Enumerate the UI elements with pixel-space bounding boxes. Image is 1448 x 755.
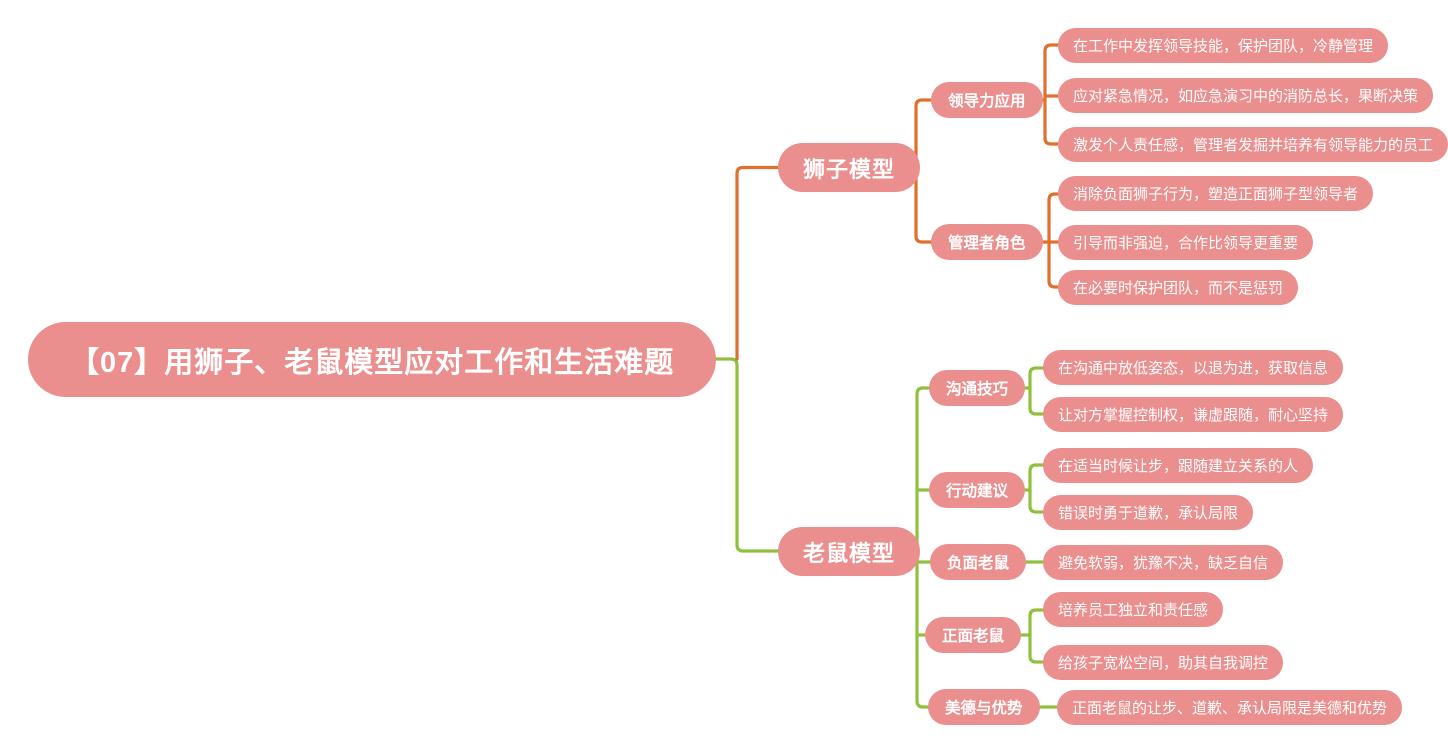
topic-leadership-application[interactable]: 领导力应用 — [931, 82, 1043, 118]
connector-communication-trunk — [1028, 366, 1045, 416]
connector-root-to-mouse — [709, 357, 780, 553]
topic-positive-mouse[interactable]: 正面老鼠 — [925, 617, 1022, 653]
connector-root-to-lion — [735, 165, 780, 361]
leaf-manager-2[interactable]: 引导而非强迫，合作比领导更重要 — [1058, 225, 1314, 260]
leaf-leadership-1[interactable]: 在工作中发挥领导技能，保护团队，冷静管理 — [1058, 28, 1389, 63]
connector-positive-trunk — [1028, 608, 1045, 664]
leaf-action-2[interactable]: 错误时勇于道歉，承认局限 — [1043, 495, 1254, 530]
leaf-positive-2[interactable]: 给孩子宽松空间，助其自我调控 — [1043, 645, 1284, 680]
leaf-positive-1[interactable]: 培养员工独立和责任感 — [1043, 592, 1224, 627]
root-topic[interactable]: 【07】用狮子、老鼠模型应对工作和生活难题 — [28, 322, 717, 397]
topic-negative-mouse[interactable]: 负面老鼠 — [930, 544, 1027, 580]
connector-action-trunk — [1028, 463, 1045, 514]
leaf-virtue-1[interactable]: 正面老鼠的让步、道歉、承认局限是美德和优势 — [1057, 690, 1403, 725]
topic-virtue-advantage[interactable]: 美德与优势 — [928, 689, 1040, 725]
branch-mouse-model[interactable]: 老鼠模型 — [778, 527, 921, 576]
leaf-leadership-2[interactable]: 应对紧急情况，如应急演习中的消防总长，果断决策 — [1058, 78, 1434, 113]
topic-communication-skills[interactable]: 沟通技巧 — [929, 370, 1026, 406]
leaf-leadership-3[interactable]: 激发个人责任感，管理者发掘并培养有领导能力的员工 — [1058, 127, 1448, 162]
leaf-action-1[interactable]: 在适当时候让步，跟随建立关系的人 — [1043, 448, 1314, 483]
leaf-manager-1[interactable]: 消除负面狮子行为，塑造正面狮子型领导者 — [1058, 176, 1374, 211]
topic-manager-role[interactable]: 管理者角色 — [931, 224, 1043, 260]
leaf-communication-2[interactable]: 让对方掌握控制权，谦虚跟随，耐心坚持 — [1043, 397, 1344, 432]
branch-lion-model[interactable]: 狮子模型 — [778, 143, 921, 192]
leaf-manager-3[interactable]: 在必要时保护团队，而不是惩罚 — [1058, 270, 1299, 305]
leaf-negative-1[interactable]: 避免软弱，犹豫不决，缺乏自信 — [1043, 545, 1284, 580]
leaf-communication-1[interactable]: 在沟通中放低姿态，以退为进，获取信息 — [1043, 350, 1344, 385]
topic-action-advice[interactable]: 行动建议 — [929, 472, 1026, 508]
